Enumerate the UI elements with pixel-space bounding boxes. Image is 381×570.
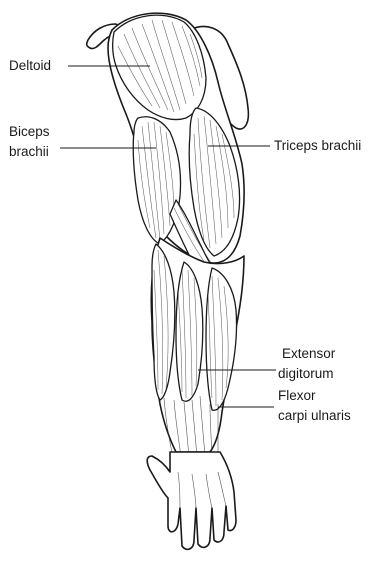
hand-outline (147, 452, 236, 549)
label-biceps-line1: Biceps (9, 124, 50, 139)
label-flexor: Flexor carpi ulnaris (218, 388, 351, 423)
arm-illustration (87, 13, 249, 549)
label-extensor-line1: Extensor (282, 346, 336, 361)
label-deltoid-text: Deltoid (9, 58, 51, 73)
label-flexor-line1: Flexor (278, 388, 316, 403)
label-extensor-line2: digitorum (278, 366, 334, 381)
label-biceps-line2: brachii (9, 144, 49, 159)
label-triceps-text: Triceps brachii (274, 138, 361, 153)
label-flexor-line2: carpi ulnaris (278, 408, 351, 423)
